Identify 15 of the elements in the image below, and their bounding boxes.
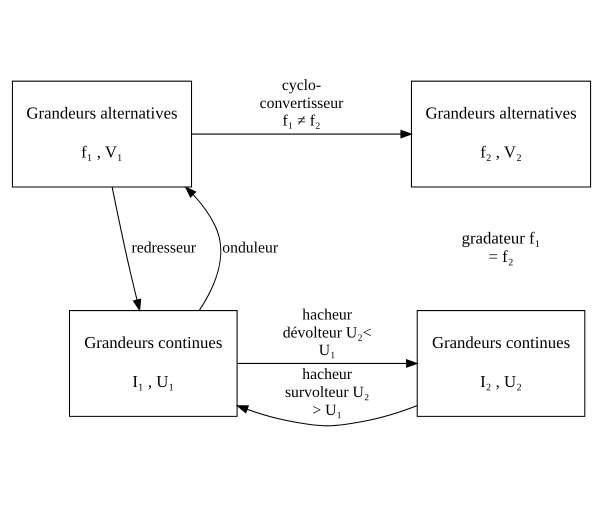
node-box: Grandeurs alternatives f₂ , V₂ (410, 80, 592, 188)
edge-label: redresseur (132, 239, 196, 256)
edge-label: cyclo- convertisseur f₁ ≠ f₂ (260, 77, 344, 130)
edge-label: hacheur survolteur U₂ > U₁ (284, 366, 370, 419)
arrow (237, 359, 419, 368)
node-box: Grandeurs alternatives f₁ , V₁ (12, 80, 192, 188)
edge-label: hacheur dévolteur U₂< U₁ (282, 306, 372, 360)
node-box: Grandeurs continues I₂ , U₂ (416, 310, 586, 417)
arrow (112, 187, 142, 312)
arrow (192, 130, 413, 138)
arrow (184, 186, 222, 311)
node-box: Grandeurs continues I₁ , U₁ (68, 310, 238, 417)
label: gradateur f₁ = f₂ (462, 228, 540, 266)
edge-label: onduleur (222, 239, 278, 256)
arrow (236, 405, 418, 426)
